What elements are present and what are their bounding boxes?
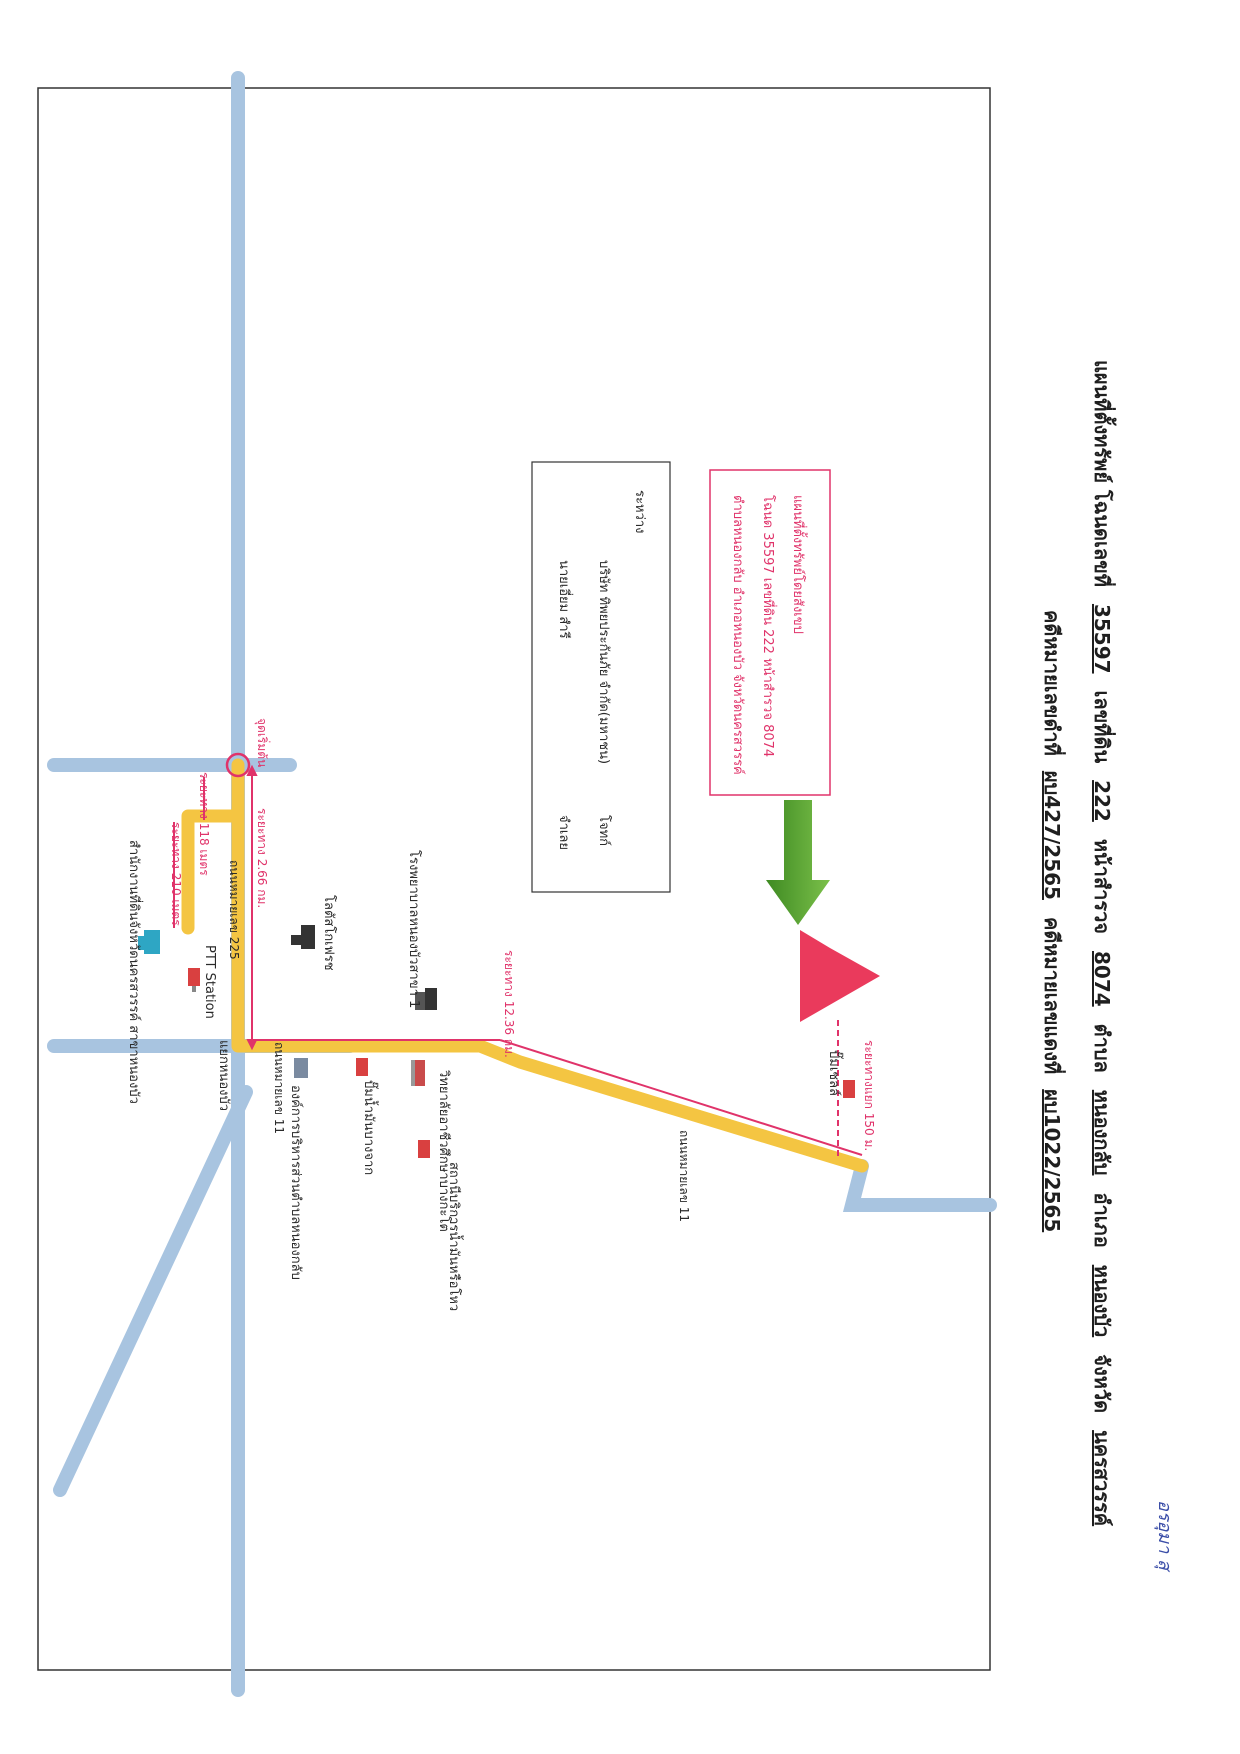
- label-lotus: โลตัสโกเฟรช: [321, 895, 337, 971]
- gas-station-icon: [418, 1140, 430, 1158]
- label-gas-station: สถานีบริการน้ำมันหรือโหว: [446, 1162, 464, 1311]
- ptt-icon: [188, 968, 200, 992]
- label-hospital: โรงพยาบาลหนองบัวสาขา 1: [406, 850, 422, 1008]
- label-dist-118: ระยะทาง 118 เมตร: [197, 772, 211, 876]
- land-office-icon: [138, 930, 160, 954]
- header-province-label: จังหวัด: [1090, 1354, 1114, 1413]
- svg-text:แผนที่ตั้งทรัพย์ โฉนดเลขที่: แผนที่ตั้งทรัพย์ โฉนดเลขที่ 35597 เลขที่…: [1090, 360, 1117, 1526]
- header-amphoe-label: อำเภอ: [1090, 1192, 1114, 1247]
- header-survey-label: หน้าสำรวจ: [1090, 839, 1114, 934]
- label-dist-1236: ระยะทาง 12.36 กม.: [502, 950, 516, 1058]
- label-road-11-a: ถนนหมายเลข 11: [272, 1042, 286, 1134]
- header-tambon: หนองกลับ: [1090, 1090, 1114, 1176]
- header-black-case: ผบ427/2565: [1040, 771, 1064, 900]
- label-nong-bua-junction: แยกหนองบัว: [216, 1040, 231, 1111]
- info-line1: โฉนด 35597 เลขที่ดิน 222 หน้าสำรวจ 8074: [760, 495, 777, 757]
- road-diagonal: [53, 1085, 253, 1497]
- info-box: [709, 469, 831, 796]
- distance-markers: [173, 764, 863, 1160]
- label-road-11-b: ถนนหมายเลข 11: [677, 1130, 691, 1222]
- header-red-label: คดีหมายเลขแดงที่: [1040, 917, 1067, 1074]
- landmark-icons: [138, 925, 855, 1158]
- header-province: นครสวรรค์: [1090, 1430, 1114, 1526]
- label-road-225: ถนนหมายเลข 225: [227, 860, 241, 960]
- land-parcel[interactable]: [800, 930, 880, 1022]
- header-black-label: คดีหมายเลขดำที่: [1040, 610, 1067, 756]
- header-land: 222: [1090, 780, 1114, 822]
- parties-defendant: นายเอี่ยม สำรี: [556, 560, 573, 639]
- label-dist-210: ระยะทาง 210 เมตร: [169, 822, 183, 926]
- signature: อรอุมา สุ: [1154, 1500, 1175, 1570]
- route-branch: [181, 809, 245, 935]
- label-college: วิทยาลัยอาชีวศึกษาบางกะโต: [436, 1069, 452, 1231]
- sao-icon: [294, 1058, 308, 1078]
- parties-between: ระหว่าง: [632, 490, 647, 533]
- hospital-icon: [415, 988, 437, 1010]
- green-arrow: [766, 800, 830, 925]
- marker-266-head-a: [246, 764, 258, 776]
- route: [181, 758, 869, 1173]
- marker-1236-d: [499, 1039, 863, 1156]
- header-land-label: เลขที่ดิน: [1090, 691, 1117, 764]
- header-deed: 35597: [1090, 604, 1114, 674]
- info-title: แผนที่ตั้งทรัพย์โดยสังเขป: [790, 495, 808, 634]
- start-point[interactable]: [225, 752, 251, 778]
- label-dist-150: ระยะทางแยก 150 ม.: [862, 1040, 876, 1151]
- header: แผนที่ตั้งทรัพย์ โฉนดเลขที่ 35597 เลขที่…: [1040, 360, 1117, 1526]
- lotus-icon: [291, 925, 315, 949]
- college-icon: [411, 1060, 425, 1086]
- label-bangchak: ปั๊มน้ำมันบางจาก: [361, 1080, 379, 1175]
- label-pump: ปั๊มเชลล์: [826, 1050, 844, 1096]
- bangchak-icon: [356, 1058, 368, 1076]
- header-red-case: ผบ1022/2565: [1040, 1089, 1064, 1232]
- info-line2: ตำบลหนองกลับ อำเภอหนองบัว จังหวัดนครสวรร…: [730, 495, 746, 775]
- header-prefix: แผนที่ตั้งทรัพย์ โฉนดเลขที่: [1090, 360, 1117, 587]
- label-ptt: PTT Station: [202, 945, 217, 1019]
- label-start-point: จุดเริ่มต้น: [254, 718, 271, 767]
- pump-icon: [843, 1080, 855, 1098]
- header-tambon-label: ตำบล: [1090, 1024, 1114, 1073]
- road-top-end: [842, 1159, 997, 1212]
- header-survey: 8074: [1090, 951, 1114, 1007]
- header-amphoe: หนองบัว: [1090, 1265, 1114, 1338]
- label-sao: องค์การบริหารส่วนตำบลหนองกลับ: [288, 1085, 304, 1280]
- parties-defendant-role: จำเลย: [556, 815, 571, 850]
- label-land-office: สำนักงานที่ดินจังหวัดนครสวรรค์ สาขาหนองบ…: [126, 840, 143, 1104]
- parties-box: [531, 461, 671, 893]
- parties-plaintiff: บริษัท ทิพยประกันภัย จำกัด(มหาชน): [596, 560, 611, 764]
- route-main: [231, 758, 869, 1173]
- map-labels: จุดเริ่มต้น ระยะทาง 118 เมตร ระยะทาง 210…: [126, 718, 876, 1311]
- parties-plaintiff-role: โจทก์: [596, 815, 612, 846]
- svg-text:คดีหมายเลขดำที่ ผบ42: คดีหมายเลขดำที่ ผบ427/2565 คดีหมายเลขแดง…: [1040, 610, 1067, 1232]
- label-dist-266: ระยะทาง 2.66 กม.: [255, 808, 269, 908]
